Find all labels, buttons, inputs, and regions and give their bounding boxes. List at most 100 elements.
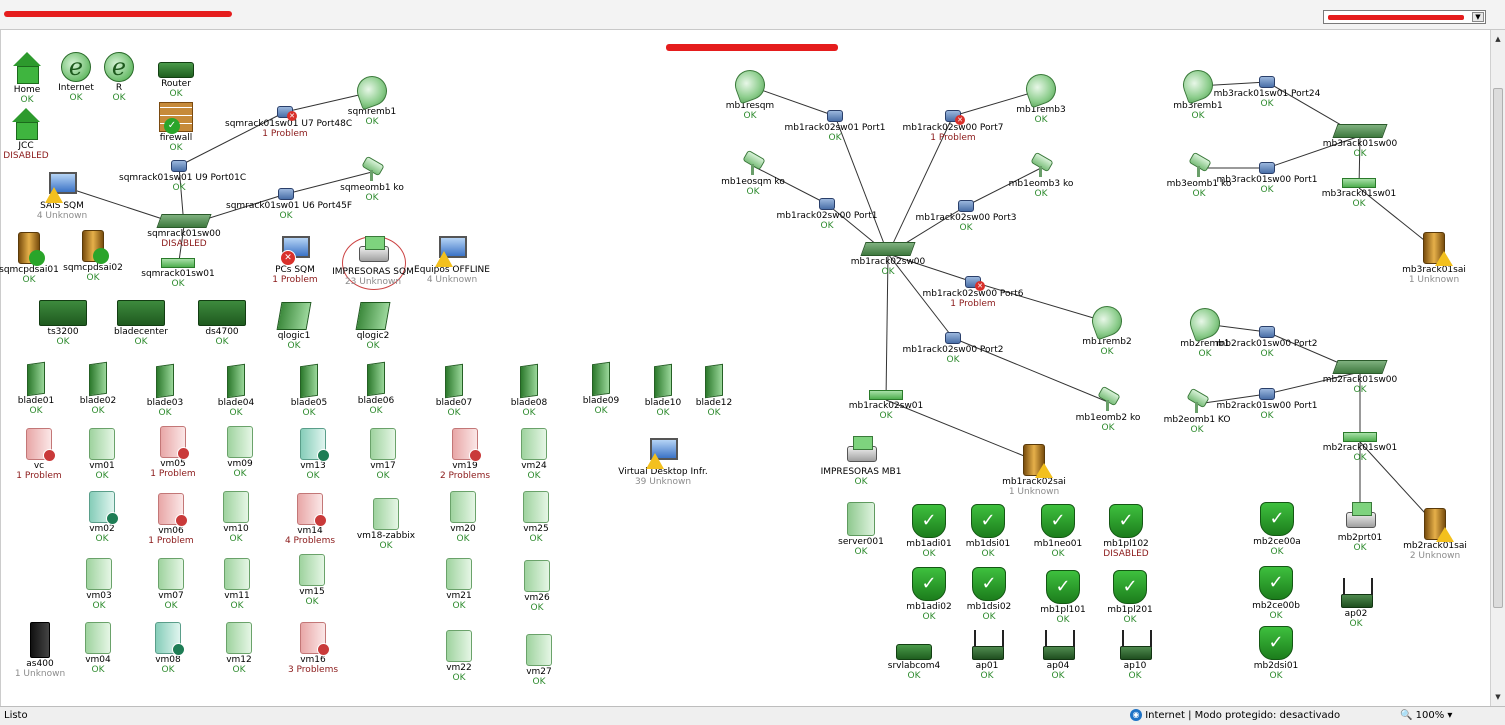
vertical-scrollbar[interactable]: ▲ ▼ (1490, 30, 1505, 706)
map-node-vdi[interactable]: Virtual Desktop Infr.39 Unknown (603, 436, 723, 487)
chevron-down-icon[interactable]: ▼ (1472, 12, 1484, 22)
security-zone[interactable]: ◉ Internet | Modo protegido: desactivado (1130, 707, 1340, 725)
map-selector-dropdown[interactable]: ▼ (1323, 10, 1486, 24)
scroll-up-icon[interactable]: ▲ (1495, 35, 1501, 43)
scroll-thumb[interactable] (1493, 88, 1503, 608)
scroll-down-icon[interactable]: ▼ (1495, 693, 1501, 701)
zoom-control[interactable]: 🔍 100% ▾ (1400, 710, 1453, 721)
